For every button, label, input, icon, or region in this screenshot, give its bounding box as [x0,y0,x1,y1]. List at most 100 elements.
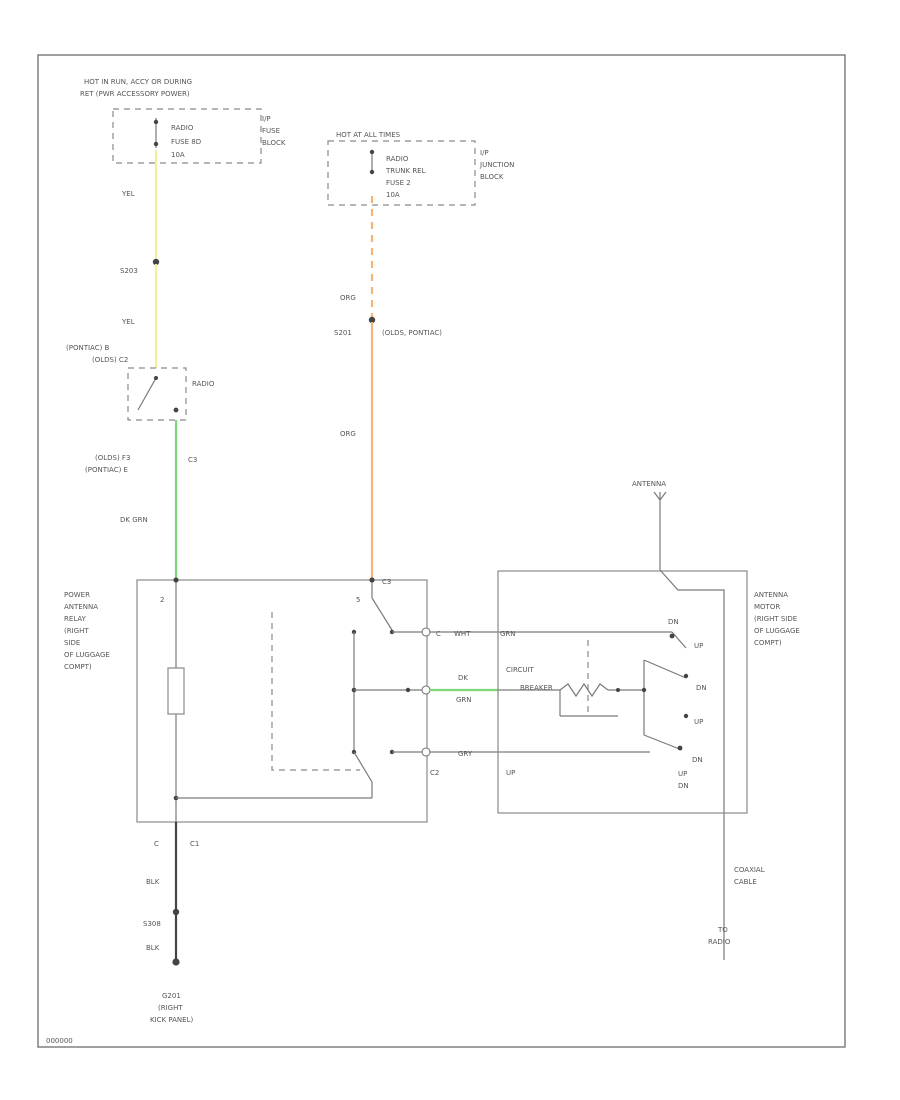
antenna-label: ANTENNA [632,480,666,488]
olds-c2-label: (OLDS) C2 [92,356,128,364]
upper-switch-blade [643,659,687,679]
s203-label: S203 [120,267,138,275]
ip-fuse-block-label-3: BLOCK [262,139,286,147]
connector-c2 [421,747,431,757]
motor-switch-bus-node [641,687,647,693]
ground-label-2: (RIGHT [158,1004,183,1012]
splice-s201 [368,316,376,324]
relay-coil [167,667,185,715]
antenna-mast-link [659,569,725,960]
diagram-frame [37,54,846,1048]
relay-label-7: COMPT) [64,663,92,671]
pontiac-b-label: (PONTIAC) B [66,344,110,352]
breaker-output-node [616,688,620,692]
hot-power-label-2: RET (PWR ACCESSORY POWER) [80,90,190,98]
radio-fuse-label-2: FUSE 8D [171,138,201,146]
trunk-fuse-top-terminal [369,149,375,155]
trunk-fuse-label-2: TRUNK REL [385,167,426,175]
wht-label: WHT [454,630,471,638]
figure-id: 000000 [46,1037,73,1045]
olds-f3-label: (OLDS) F3 [95,454,130,462]
ip-junction-block-outline [327,140,476,206]
hot-power-label-1: HOT IN RUN, ACCY OR DURING [84,78,192,86]
dn-mid-label: DN [696,684,707,692]
dn-right-label: DN [692,756,703,764]
yel-label-upper: YEL [121,190,135,198]
relay-pin-5-label: 5 [356,596,360,604]
ip-junction-label-1: I/P [480,149,489,157]
radio-fuse-top-terminal [153,119,159,125]
ip-junction-label-3: BLOCK [480,173,504,181]
coaxial-label-2: CABLE [734,878,757,886]
ip-fuse-block-outline [112,108,262,164]
ground-label-1: G201 [162,992,181,1000]
lower-switch-blade [643,734,683,751]
dn-bottom-label: DN [678,782,689,790]
radio-fuse-label-3: 10A [171,151,185,159]
radio-fuse-bottom-terminal [153,141,159,147]
motor-label-2: MOTOR [754,603,780,611]
relay-actuator-linkage [271,612,360,771]
olds-pontiac-label: (OLDS, PONTIAC) [382,329,442,337]
up-bottom-label: UP [678,770,687,778]
trunk-fuse-label-3: FUSE 2 [386,179,411,187]
blk-label-lower: BLK [146,944,160,952]
upper-switch-pivot [683,673,689,679]
dk-grn-mid-label-2: GRN [456,696,472,704]
power-antenna-relay-box [136,579,428,823]
yel-label-lower: YEL [121,318,135,326]
relay-label-1: POWER [64,591,90,599]
relay-label-6: OF LUGGAGE [64,651,110,659]
to-radio-label-2: RADIO [708,938,731,946]
radio-fuse-label-1: RADIO [171,124,194,132]
up-top-label: UP [694,642,703,650]
relay-label-2: ANTENNA [64,603,98,611]
radio-switch-pivot [154,376,158,380]
antenna-icon [653,491,667,570]
relay-c3-top-label: C3 [382,578,391,586]
trunk-fuse-label-4: 10A [386,191,400,199]
ground-g201 [172,958,180,966]
connector-c2-label: C2 [430,769,439,777]
connector-c-upper [421,627,431,637]
org-label-lower: ORG [340,430,356,438]
breaker-element [559,682,609,698]
motor-label-4: OF LUGGAGE [754,627,800,635]
connector-c-upper-label: C [436,630,441,638]
grn-label: GRN [500,630,516,638]
ip-fuse-block-label-1: I/P [262,115,271,123]
up-left-label: UP [506,769,515,777]
upper-switch-dn-contact [669,633,675,639]
relay-center-output-node [405,687,411,693]
trunk-fuse-label-1: RADIO [386,155,409,163]
motor-label-3: (RIGHT SIDE [754,615,797,623]
motor-label-1: ANTENNA [754,591,788,599]
dk-grn-label: DK GRN [120,516,148,524]
ip-junction-label-2: JUNCTION [479,161,514,169]
dn-top-label: DN [668,618,679,626]
relay-label-3: RELAY [64,615,87,623]
ip-fuse-block-label-2: FUSE [262,127,280,135]
coaxial-label-1: COAXIAL [734,866,765,874]
lower-switch-dn-contact [677,745,683,751]
lower-switch-pivot [683,713,689,719]
radio-switch-arm [137,377,157,411]
up-mid-label: UP [694,718,703,726]
ground-label-3: KICK PANEL) [150,1016,193,1024]
relay-pin-5-terminal [369,577,375,583]
relay-pin-2-terminal [173,577,179,583]
splice-s203 [152,258,160,266]
dk-grn-mid-label-1: DK [458,674,468,682]
circuit-breaker-label-2: BREAKER [520,684,553,692]
s201-label: S201 [334,329,352,337]
blk-label-upper: BLK [146,878,160,886]
relay-upper-switch-arm [371,597,393,631]
hot-at-all-times-label: HOT AT ALL TIMES [336,131,401,139]
pontiac-e-label: (PONTIAC) E [85,466,128,474]
relay-label-4: (RIGHT [64,627,89,635]
splice-s308 [172,908,180,916]
relay-lower-switch-arm [353,751,373,783]
relay-pin-c-bottom-label: C [154,840,159,848]
circuit-breaker-label-1: CIRCUIT [506,666,535,674]
